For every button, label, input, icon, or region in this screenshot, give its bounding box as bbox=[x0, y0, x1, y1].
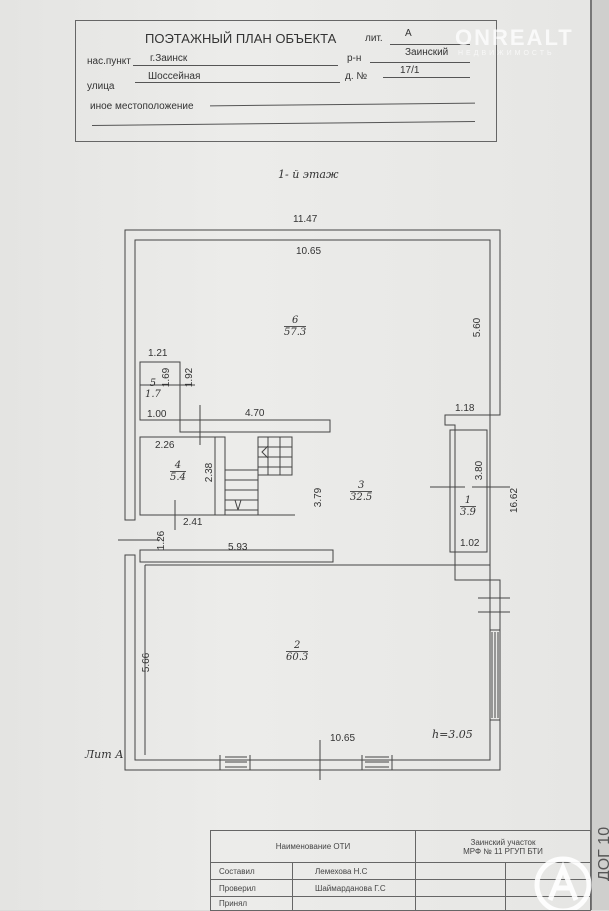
dim-room6-width: 10.65 bbox=[296, 246, 322, 257]
dim-overall-width: 11.47 bbox=[293, 214, 318, 225]
street-value: Шоссейная bbox=[148, 71, 201, 82]
dim-corridor-wall: 4.70 bbox=[245, 408, 265, 419]
role-checked: Проверил bbox=[211, 880, 293, 897]
right-wing-wall bbox=[444, 414, 491, 581]
district-value: Заинский bbox=[405, 47, 449, 58]
other-location-label: иное местоположение bbox=[90, 101, 194, 112]
settlement-value: г.Заинск bbox=[150, 53, 188, 64]
windows bbox=[118, 405, 510, 780]
side-text: ДОГ 10 bbox=[596, 826, 609, 882]
street-label: улица bbox=[87, 81, 115, 92]
house-value: 17/1 bbox=[400, 65, 420, 76]
watermark-sub: НЕДВИЖИМОСТЬ bbox=[458, 50, 555, 57]
role-compiled: Составил bbox=[211, 863, 293, 880]
lit-label: лит. bbox=[365, 33, 383, 44]
dim-room4-bottom: 2.41 bbox=[183, 517, 203, 528]
corridor-wall bbox=[179, 419, 331, 433]
dim-room4-width: 2.26 bbox=[155, 440, 175, 451]
partition-wall bbox=[139, 549, 334, 563]
date-compiled bbox=[506, 863, 591, 880]
room5-outline bbox=[139, 361, 181, 421]
oti-label: Наименование ОТИ bbox=[211, 831, 416, 863]
room1-outline bbox=[449, 429, 488, 553]
signature-checked bbox=[416, 880, 506, 897]
dim-room2-width: 10.65 bbox=[330, 733, 356, 744]
stairs bbox=[214, 436, 293, 516]
height-note: h=3.05 bbox=[432, 728, 473, 741]
district-label: р-н bbox=[347, 53, 362, 64]
page-edge bbox=[590, 0, 609, 910]
settlement-label: нас.пункт bbox=[87, 56, 131, 67]
dim-room5-width: 1.21 bbox=[148, 348, 168, 359]
dim-partition: 5.93 bbox=[228, 542, 248, 553]
dim-room1-top: 1.18 bbox=[455, 403, 475, 414]
title-block bbox=[75, 20, 497, 142]
name-checked: Шаймарданова Г.С bbox=[293, 880, 416, 897]
dim-room5-bottom: 1.00 bbox=[147, 409, 167, 420]
plan-title: ПОЭТАЖНЫЙ ПЛАН ОБЪЕКТА bbox=[145, 31, 337, 46]
dim-room1-bottom: 1.02 bbox=[460, 538, 480, 549]
lit-caption: Лит А bbox=[85, 748, 124, 761]
house-label: д. № bbox=[345, 71, 368, 82]
document-page bbox=[0, 0, 590, 910]
outer-wall bbox=[124, 229, 501, 521]
floor-title: 1- й этаж bbox=[278, 168, 339, 181]
lit-value: А bbox=[405, 28, 412, 39]
watermark-brand: ONREALT bbox=[455, 25, 574, 50]
name-compiled: Лемехова Н.С bbox=[293, 863, 416, 880]
signature-compiled bbox=[416, 863, 506, 880]
